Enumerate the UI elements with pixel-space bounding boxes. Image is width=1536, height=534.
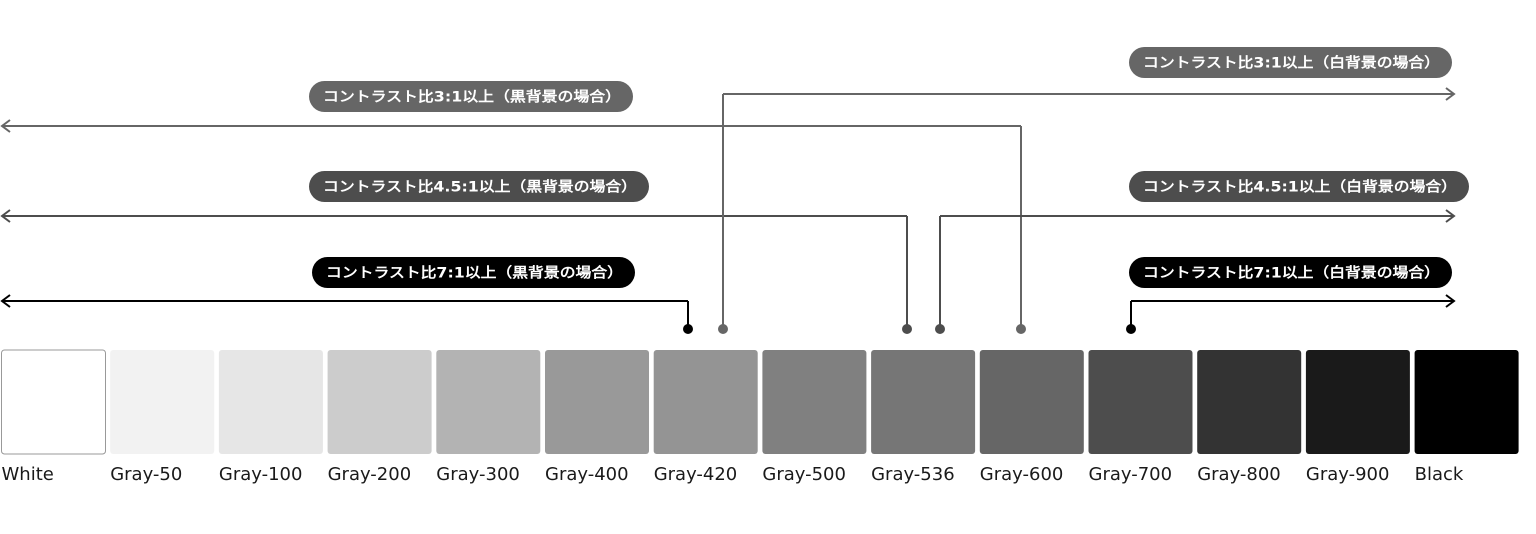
threshold-label-white-7: コントラスト比7:1以上（白背景の場合）: [1129, 257, 1452, 288]
threshold-connectors: [0, 87, 1456, 334]
swatch-label: Gray-600: [980, 464, 1064, 485]
endpoint-dot: [683, 324, 693, 334]
swatch-label: Gray-400: [545, 464, 629, 485]
arrow-right-icon: [1445, 209, 1456, 223]
swatch-label: White: [2, 464, 54, 485]
label-pill: [309, 81, 633, 112]
swatch-label: Black: [1415, 464, 1464, 485]
label-pill: [1129, 257, 1452, 288]
swatch-label: Gray-200: [328, 464, 412, 485]
threshold-labels: コントラスト比3:1以上（黒背景の場合） コントラスト比4.5:1以上（黒背景の場…: [309, 47, 1469, 288]
swatch-label: Gray-500: [762, 464, 846, 485]
swatch-gray-200: [327, 350, 432, 454]
swatch-gray-300: [436, 350, 541, 454]
endpoint-dot: [935, 324, 945, 334]
swatch-label: Gray-536: [871, 464, 955, 485]
threshold-white-7: [1126, 294, 1456, 334]
threshold-label-white-4-5: コントラスト比4.5:1以上（白背景の場合）: [1129, 171, 1469, 202]
label-pill-text: コントラスト比3:1以上（白背景の場合）: [1143, 55, 1440, 72]
threshold-white-3: [718, 87, 1456, 334]
arrow-left-icon: [0, 119, 11, 133]
label-pill-text: コントラスト比7:1以上（白背景の場合）: [1143, 265, 1440, 282]
label-pill-text: コントラスト比4.5:1以上（黒背景の場合）: [323, 179, 637, 196]
label-pill-text: コントラスト比7:1以上（黒背景の場合）: [326, 265, 623, 282]
threshold-label-dark-3: コントラスト比3:1以上（黒背景の場合）: [309, 81, 633, 112]
threshold-white-4-5: [935, 209, 1456, 334]
endpoint-dot: [1016, 324, 1026, 334]
label-pill-text: コントラスト比4.5:1以上（白背景の場合）: [1143, 179, 1457, 196]
swatch-gray-800: [1197, 350, 1302, 454]
threshold-dark-3: [0, 119, 1026, 334]
label-pill: [309, 171, 649, 202]
swatch-gray-536: [871, 350, 976, 454]
swatch-label: Gray-300: [436, 464, 520, 485]
threshold-label-dark-4-5: コントラスト比4.5:1以上（黒背景の場合）: [309, 171, 649, 202]
swatch-gray-600: [979, 350, 1084, 454]
label-pill: [1129, 171, 1469, 202]
endpoint-dot: [902, 324, 912, 334]
threshold-label-white-3: コントラスト比3:1以上（白背景の場合）: [1129, 47, 1452, 78]
swatch-white: [1, 349, 106, 455]
threshold-label-dark-7: コントラスト比7:1以上（黒背景の場合）: [312, 257, 635, 288]
swatch-gray-900: [1305, 350, 1410, 454]
swatch-label: Gray-420: [654, 464, 738, 485]
swatch-gray-700: [1088, 350, 1193, 454]
swatch-label: Gray-100: [219, 464, 303, 485]
swatch-gray-50: [110, 350, 215, 454]
arrow-right-icon: [1445, 87, 1456, 101]
label-pill: [1129, 47, 1452, 78]
swatch-gray-420: [653, 350, 758, 454]
swatch-gray-400: [545, 350, 649, 454]
swatch-label: Gray-800: [1197, 464, 1281, 485]
swatch-gray-100: [218, 350, 323, 454]
label-pill: [312, 257, 635, 288]
swatch-black: [1414, 350, 1519, 454]
label-pill-text: コントラスト比3:1以上（黒背景の場合）: [323, 89, 621, 106]
arrow-left-icon: [0, 209, 11, 223]
threshold-dark-4-5: [0, 209, 912, 334]
swatch-label: Gray-900: [1306, 464, 1390, 485]
swatch-label: Gray-700: [1089, 464, 1173, 485]
endpoint-dot: [1126, 324, 1136, 334]
arrow-left-icon: [0, 294, 11, 308]
swatch-gray-500: [762, 350, 867, 454]
swatch-label: Gray-50: [110, 464, 182, 485]
threshold-dark-7: [0, 294, 693, 334]
endpoint-dot: [718, 324, 728, 334]
swatch-row: White Gray-50 Gray-100 Gray-200 Gray-300 Gray…: [1, 349, 1519, 485]
arrow-right-icon: [1445, 294, 1456, 308]
